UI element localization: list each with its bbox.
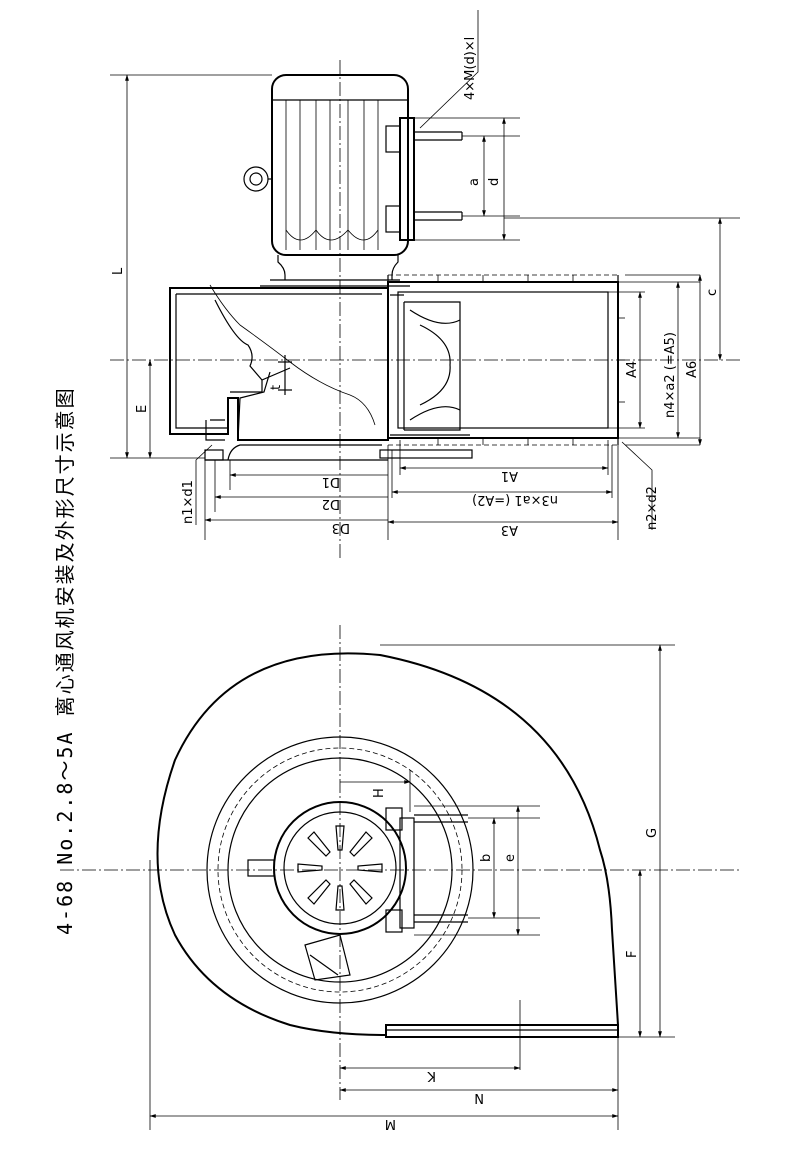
volute-casing [156, 652, 619, 1036]
drawing-title: 4-68 No.2.8～5A 离心通风机安装及外形尺寸示意图 [53, 386, 77, 935]
dim-D3-label: D3 [332, 520, 350, 535]
dim-K-label: K [427, 1068, 436, 1083]
blade-slots [297, 825, 383, 911]
motor-flange [399, 117, 415, 241]
dim-A1-label: A1 [501, 468, 518, 483]
dim-a-label: a [467, 178, 482, 186]
dim-F-label: F [625, 951, 640, 958]
dim-M-label: M [385, 1116, 396, 1131]
dim-n4a2-label: n4×a2 (=A5) [663, 332, 678, 418]
outlet-flange [385, 1024, 619, 1038]
dim-L-label: L [111, 267, 126, 275]
dim-A3-label: A3 [501, 522, 518, 537]
dim-N-label: N [474, 1090, 484, 1105]
dim-n1d1-label: n1×d1 [181, 480, 196, 524]
dim-G-label: G [645, 828, 660, 838]
dim-D1-label: D1 [322, 474, 340, 489]
front-view: H b e G F K N M [60, 625, 740, 1131]
dim-E-label: E [135, 405, 150, 413]
dim-d-label: d [487, 178, 502, 186]
fan-casing [169, 287, 389, 441]
section-break-line [209, 284, 376, 426]
dim-c-label: c [705, 289, 720, 296]
dim-b-label: b [479, 854, 494, 862]
dim-D2-label: D2 [322, 496, 340, 511]
side-view: 4×M(d)×l t [110, 10, 740, 560]
dim-e-label: e [503, 854, 518, 862]
bolt-spec-label: 4×M(d)×l [463, 37, 478, 100]
dim-n3a1-label: n3×a1 (=A2) [472, 492, 558, 507]
dim-H-label: H [372, 788, 387, 798]
dim-t-label: t [269, 385, 284, 390]
dim-A4-label: A4 [625, 361, 640, 378]
cut-mark-icon [304, 934, 351, 981]
dim-A6-label: A6 [685, 361, 700, 378]
lifting-eye-icon [243, 166, 269, 192]
dim-n2d2-label: n2×d2 [645, 486, 660, 530]
